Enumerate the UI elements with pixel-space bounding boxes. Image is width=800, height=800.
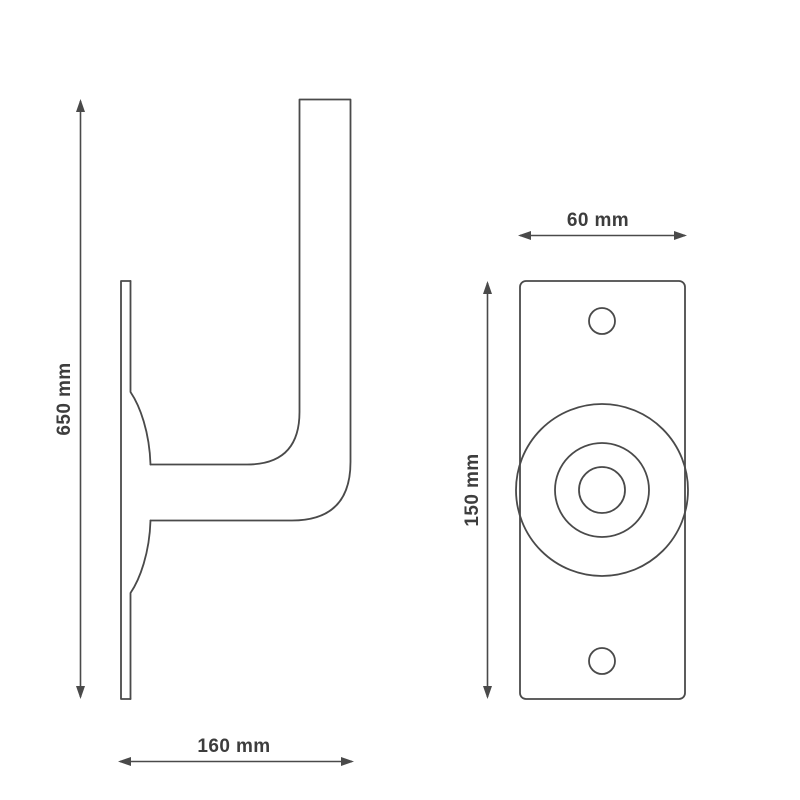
plate-face: [519, 280, 686, 700]
arrow-60-right: [674, 231, 687, 240]
label-overall-height: 650 mm: [54, 362, 75, 435]
boss-circle-inner: [578, 466, 626, 514]
side-view: [120, 98, 352, 700]
wall-plate-lower-flare: [129, 519, 152, 700]
boss-circle-middle: [554, 442, 650, 538]
wall-plate-outline: [120, 280, 132, 700]
arrow-650-bottom: [76, 686, 85, 699]
arrow-60-left: [518, 231, 531, 240]
arrow-160-right: [341, 757, 354, 766]
arrow-160-left: [118, 757, 131, 766]
boss-circle-outer: [515, 403, 689, 577]
dimension-labels: 650 mm 160 mm 60 mm 150 mm: [54, 210, 629, 757]
dimension-arrowheads: [76, 99, 687, 766]
arrow-150-top: [483, 281, 492, 294]
screw-hole-top: [588, 307, 616, 335]
screw-hole-bottom: [588, 647, 616, 675]
wall-plate-upper-flare: [129, 280, 152, 466]
label-plate-height: 150 mm: [462, 453, 483, 526]
arrow-150-bottom: [483, 686, 492, 699]
front-view: [515, 280, 689, 700]
bracket-tube-outline: [149, 98, 352, 522]
label-overall-depth: 160 mm: [197, 736, 270, 757]
arrow-650-top: [76, 99, 85, 112]
label-plate-width: 60 mm: [567, 210, 629, 231]
dimension-lines: [79, 101, 685, 763]
